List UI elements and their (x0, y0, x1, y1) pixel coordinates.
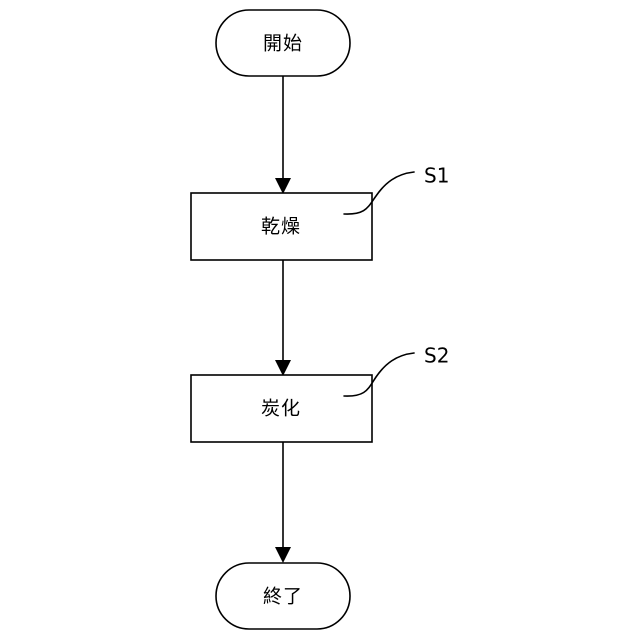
arrow-head-icon-1 (275, 178, 291, 194)
leader-line-s1 (343, 171, 415, 215)
connector-step2-to-end (275, 442, 291, 563)
arrow-head-icon-3 (275, 547, 291, 563)
connector-step1-to-step2 (275, 260, 291, 376)
end-node-label: 終了 (263, 586, 303, 608)
start-node-label: 開始 (263, 33, 303, 55)
step2-node-label: 炭化 (261, 398, 301, 420)
node-step2[interactable]: 炭化 (190, 374, 373, 443)
node-end[interactable]: 終了 (215, 562, 351, 630)
step-label-s2: S2 (424, 344, 449, 368)
step-label-s1-group: S1 (343, 164, 449, 215)
leader-line-s2 (343, 352, 415, 397)
step1-node-shape (190, 192, 373, 261)
step2-node-shape (190, 374, 373, 443)
step-label-s1: S1 (424, 164, 449, 188)
node-start[interactable]: 開始 (215, 9, 351, 77)
step-label-s2-group: S2 (343, 344, 449, 397)
connector-start-to-step1 (275, 76, 291, 194)
arrow-head-icon-2 (275, 360, 291, 376)
step1-node-label: 乾燥 (261, 216, 301, 238)
node-step1[interactable]: 乾燥 (190, 192, 373, 261)
end-node-shape (215, 562, 351, 630)
